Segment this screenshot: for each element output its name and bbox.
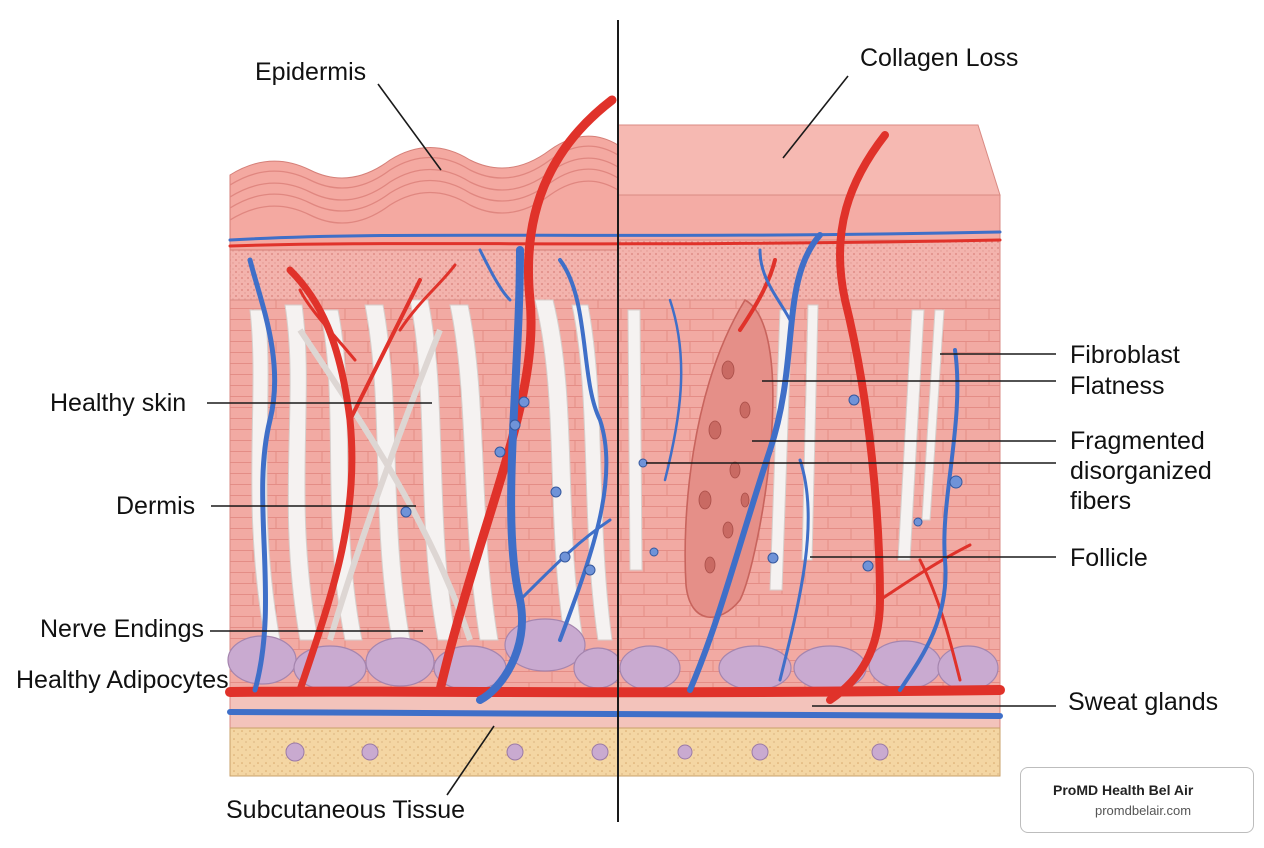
label-healthy-skin: Healthy skin: [50, 389, 186, 417]
label-epidermis: Epidermis: [255, 58, 366, 86]
label-follicle: Follicle: [1070, 544, 1148, 572]
follicle-structure: [684, 298, 774, 618]
label-sweat-glands: Sweat glands: [1068, 688, 1218, 716]
labels: Epidermis Collagen Loss Healthy skin Der…: [16, 44, 1218, 824]
label-flatness: Flatness: [1070, 372, 1164, 400]
leader-lines: [207, 75, 1056, 796]
label-fibroblast: Fibroblast: [1070, 341, 1180, 369]
label-disorganized: disorganized: [1070, 457, 1212, 485]
label-fragmented: Fragmented: [1070, 427, 1205, 455]
vesicles: [400, 394, 963, 576]
label-nerve-endings: Nerve Endings: [40, 615, 204, 643]
label-collagen-loss: Collagen Loss: [860, 44, 1018, 72]
label-subcutaneous-tissue: Subcutaneous Tissue: [226, 796, 465, 824]
brand-badge: ProMD Health Bel Air promdbelair.com: [1020, 767, 1254, 833]
subcutaneous-layer: [229, 689, 1001, 777]
healthy-skin-block: [227, 135, 623, 691]
label-dermis: Dermis: [116, 492, 195, 520]
brand-url: promdbelair.com: [1095, 803, 1192, 818]
blood-vessels: [225, 95, 1005, 719]
brand-title: ProMD Health Bel Air: [1053, 782, 1194, 798]
label-healthy-adipocytes: Healthy Adipocytes: [16, 666, 229, 694]
label-fibers: fibers: [1070, 487, 1131, 515]
